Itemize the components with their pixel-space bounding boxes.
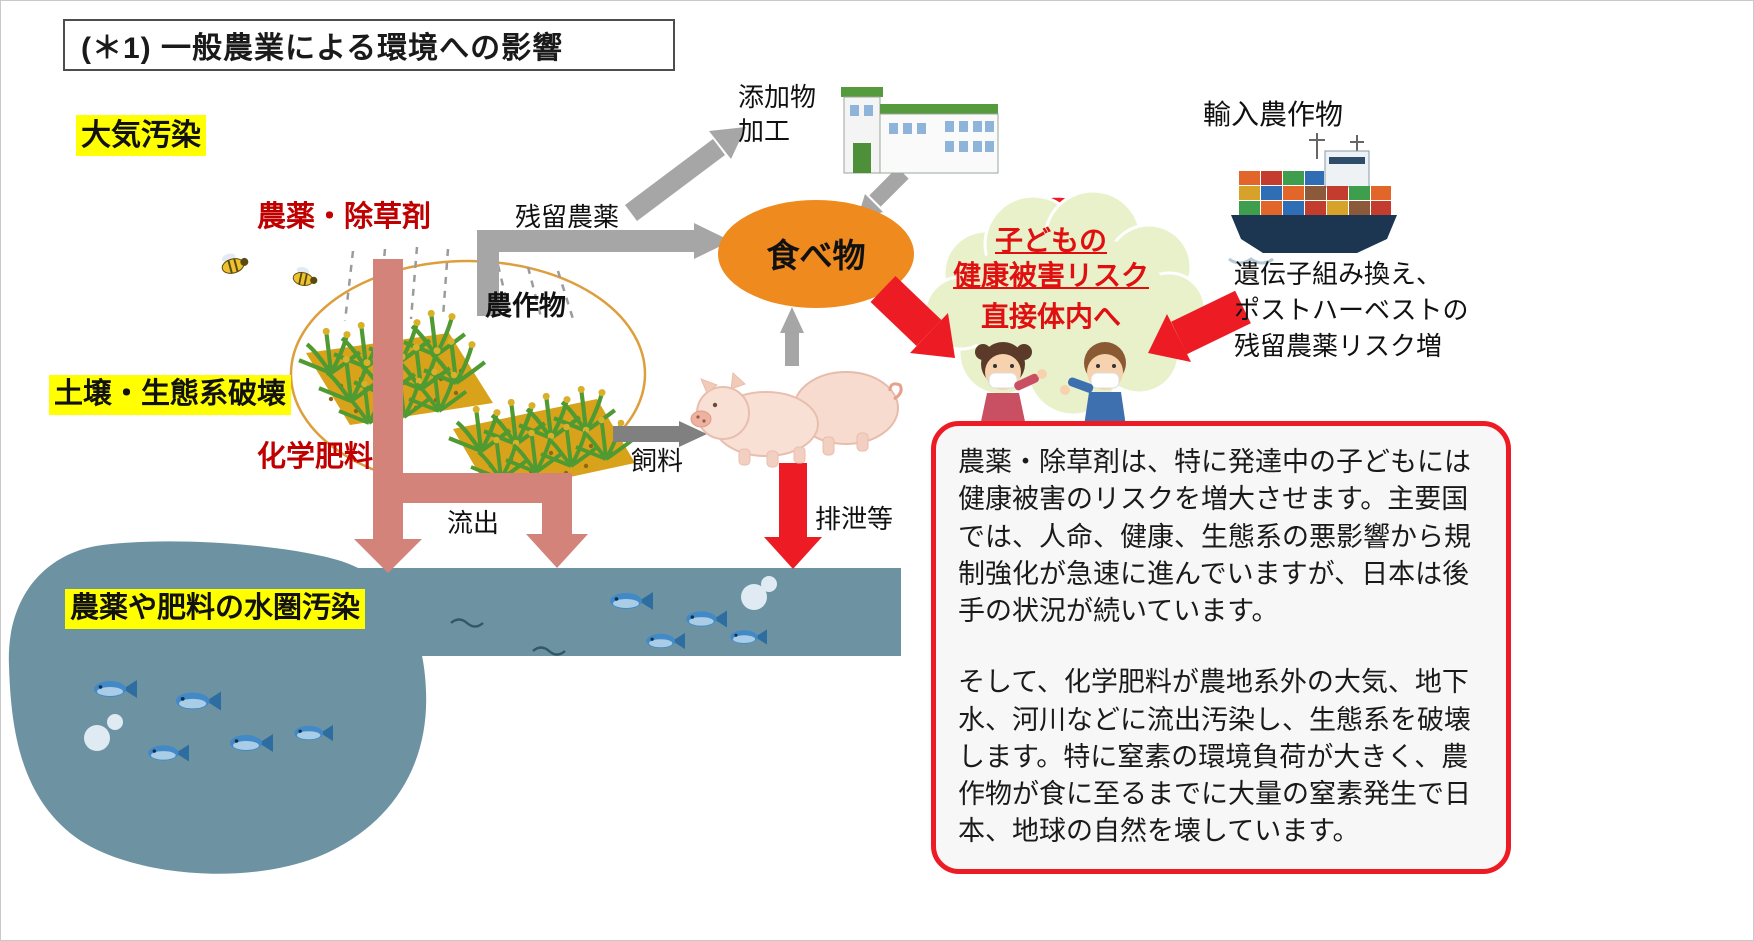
label-direct-to-body: 直接体内へ [980,301,1121,332]
label-child-risk: 子どもの 健康被害リスク [952,225,1149,291]
to-factory-arrow [625,127,746,221]
excretion-arrow [764,463,822,569]
food-ellipse [718,200,914,308]
label-imported-crops: 輸入農作物 [1203,99,1344,130]
diagram-title: (＊1) 一般農業による環境への影響 [81,32,564,65]
food-to-risk-arrow [870,275,955,358]
label-chemical-fertilizer: 化学肥料 [257,441,374,473]
residual-pesticide-arrow [477,223,731,316]
pigs-icon [690,371,903,468]
label-crops: 農作物 [485,291,566,321]
feed-arrow [613,421,707,447]
label-gmo-note: 遺伝子組み換え、 ポストハーベストの 残留農薬リスク増 [1234,259,1469,361]
cargo-ship-icon [1228,133,1397,265]
label-feed: 飼料 [631,446,684,476]
diagram-title-box: (＊1) 一般農業による環境への影響 [63,19,675,71]
factory-icon [841,87,999,174]
wave-marks-icon [450,618,566,656]
pigs-to-food-arrow [780,307,804,366]
note-box: 農薬・除草剤は、特に発達中の子どもには健康被害のリスクを増大させます。主要国では… [931,421,1511,874]
bee-icon [221,253,318,286]
label-air-pollution: 大気汚染 [76,115,206,156]
runoff-branch-arrow [388,473,588,568]
children-icon [975,342,1127,433]
label-water-pollution: 農薬や肥料の水圏汚染 [65,589,366,629]
label-soil-ecosystem: 土壌・生態系破壊 [49,375,292,415]
label-food: 食べ物 [766,237,866,274]
label-additives-processing: 添加物 加工 [738,82,817,146]
label-runoff: 流出 [447,508,500,538]
note-paragraph-1: 農薬・除草剤は、特に発達中の子どもには健康被害のリスクを増大させます。主要国では… [958,447,1471,626]
label-pesticide-herbicide: 農薬・除草剤 [257,201,432,233]
label-excretion: 排泄等 [815,504,894,534]
import-to-risk-arrow [1148,290,1251,362]
label-residual-pesticide: 残留農薬 [515,202,620,232]
note-paragraph-2: そして、化学肥料が農地系外の大気、地下水、河川などに流出汚染し、生態系を破壊しま… [958,667,1471,847]
bubbles-icon [84,576,777,751]
